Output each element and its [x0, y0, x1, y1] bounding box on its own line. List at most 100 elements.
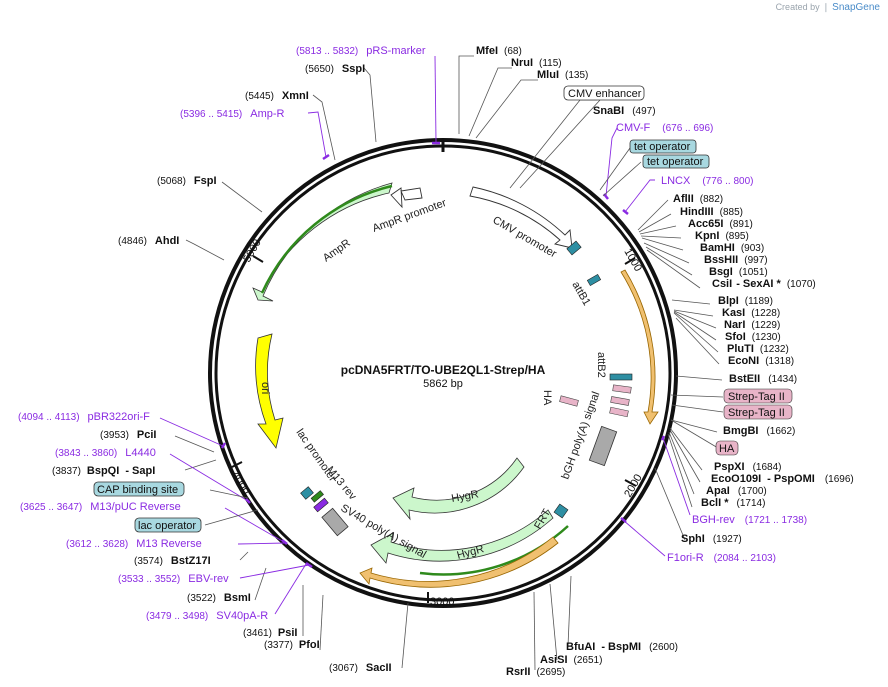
tet-operator-2-label[interactable]: tet operator	[642, 154, 710, 169]
tet-operator-1-label[interactable]: tet operator	[629, 139, 697, 154]
lac-operator-feature[interactable]	[300, 486, 314, 500]
tick-3000: 3000	[430, 596, 454, 608]
boxed-leaders	[204, 99, 724, 526]
enzyme-rsrii: RsrII(2695)	[506, 666, 565, 678]
primer-l4440: (3843 .. 3860)L4440	[55, 447, 156, 459]
primer-prs-marker: (5813 .. 5832)pRS-marker	[296, 45, 426, 57]
enzyme-bcli: BclI *(1714)	[701, 497, 765, 509]
enzyme-mfei: MfeI(68)	[476, 45, 522, 57]
svg-text:tet operator: tet operator	[634, 141, 691, 153]
tick-4000: 4000	[229, 470, 252, 497]
frt-feature[interactable]	[553, 503, 569, 519]
enzyme-bspqi: (3837)BspQI- SapI	[52, 465, 155, 477]
strep-tag-2[interactable]	[610, 396, 630, 406]
enzyme-bfuai: BfuAI- BspMI(2600)	[566, 641, 678, 653]
enzyme-nrui: NruI(115)	[511, 57, 562, 69]
attb2-label: attB2	[595, 352, 607, 378]
primer-sv40pa-r: (3479 .. 3498)SV40pA-R	[146, 610, 268, 622]
plasmid-name: pcDNA5FRT/TO-UBE2QL1-Strep/HA	[341, 363, 546, 377]
enzyme-aflii: AflII(882)	[673, 193, 723, 205]
enzyme-acc65i: Acc65I(891)	[688, 218, 753, 230]
enzyme-kpni: KpnI(895)	[695, 230, 749, 242]
enzyme-hindiii: HindIII(885)	[680, 206, 743, 218]
enzyme-bamhi: BamHI(903)	[700, 242, 764, 254]
enzyme-pluti: PluTI(1232)	[727, 343, 789, 355]
primer-bgh-rev: BGH-rev(1721 .. 1738)	[692, 514, 807, 526]
enzyme-asisi: AsiSI(2651)	[540, 654, 602, 666]
enzyme-econi: EcoNI(1318)	[728, 355, 794, 367]
enzyme-pcii: (3953)PciI	[100, 429, 156, 441]
strep-tag-1[interactable]	[612, 384, 632, 394]
enzyme-pspxi: PspXI(1684)	[714, 461, 781, 473]
attb1-marker[interactable]	[586, 273, 602, 287]
enzyme-bsshii: BssHII(997)	[704, 254, 768, 266]
enzyme-bsteii: BstEII(1434)	[729, 373, 797, 385]
primer-lncx: LNCX(776 .. 800)	[661, 175, 754, 187]
enzyme-sacii: (3067)SacII	[329, 662, 392, 674]
hygr-feature-inner[interactable]	[392, 457, 525, 521]
svg-text:Strep-Tag II: Strep-Tag II	[728, 407, 785, 419]
enzyme-pfoi: (3377)PfoI	[264, 639, 320, 651]
lac-operator-label[interactable]: lac operator	[134, 517, 202, 533]
primer-labels: (5813 .. 5832)pRS-marker (5396 .. 5415)A…	[18, 45, 807, 622]
enzyme-fspi: (5068)FspI	[157, 175, 217, 187]
enzyme-sspi: (5650)SspI	[305, 63, 365, 75]
ori-feature[interactable]	[255, 333, 284, 449]
enzyme-xmni: (5445)XmnI	[245, 90, 309, 102]
ha-inner-label: HA	[541, 390, 553, 406]
hygr-inner-label: HygR	[450, 488, 479, 505]
enzyme-bmgbi: BmgBI(1662)	[723, 425, 795, 437]
ampr-feature[interactable]	[252, 182, 393, 302]
snapgene-logo-icon: ❘	[822, 2, 830, 12]
svg-text:tet operator: tet operator	[647, 156, 704, 168]
svg-text:CMV enhancer: CMV enhancer	[568, 88, 642, 100]
sv40-polya-feature[interactable]	[321, 507, 349, 537]
enzyme-bsgi: BsgI(1051)	[709, 266, 768, 278]
ha-tag[interactable]	[609, 406, 629, 418]
ha-label[interactable]: HA	[715, 440, 739, 456]
enzyme-kasi: KasI(1228)	[722, 307, 780, 319]
enzyme-snabi: SnaBI(497)	[593, 105, 656, 117]
primer-m13-puc-reverse: (3625 .. 3647)M13/pUC Reverse	[20, 501, 181, 513]
primer-pbr322ori-f: (4094 .. 4113)pBR322ori-F	[18, 411, 150, 423]
enzyme-psii: (3461)PsiI	[243, 627, 297, 639]
enzyme-blpi: BlpI(1189)	[718, 295, 773, 307]
svg-text:CAP binding site: CAP binding site	[97, 484, 178, 496]
svg-text:HA: HA	[719, 443, 735, 455]
ampr-promoter-label: AmpR promoter	[371, 197, 448, 235]
cap-binding-site-label[interactable]: CAP binding site	[93, 481, 185, 497]
primer-ebv-rev: (3533 .. 3552)EBV-rev	[118, 573, 229, 585]
lac-promoter-label: lac promoter	[294, 427, 339, 484]
ha-inner-tag[interactable]	[559, 395, 579, 407]
primer-cmv-f: CMV-F(676 .. 696)	[616, 122, 713, 134]
strep-tag-1-label[interactable]: Strep-Tag II	[723, 388, 793, 404]
svg-text:lac operator: lac operator	[138, 520, 196, 532]
enzyme-ahdi: (4846)AhdI	[118, 235, 179, 247]
attb2-feature[interactable]	[609, 373, 633, 381]
enzyme-csii: CsiI- SexAI *(1070)	[712, 278, 816, 290]
brand-name: SnapGene	[832, 2, 880, 13]
enzyme-bsmi: (3522)BsmI	[187, 592, 251, 604]
primer-m13-reverse: (3612 .. 3628)M13 Reverse	[66, 538, 202, 550]
ampr-orf-line	[260, 184, 393, 294]
lac-promoter-feature[interactable]	[310, 490, 324, 503]
strep-tag-2-label[interactable]: Strep-Tag II	[723, 404, 793, 420]
cmv-promoter-feature[interactable]	[469, 186, 573, 249]
enzyme-leaders	[174, 55, 723, 671]
enzyme-nari: NarI(1229)	[724, 319, 780, 331]
attb1-feature[interactable]	[566, 240, 582, 256]
svg-text:Strep-Tag II: Strep-Tag II	[728, 391, 785, 403]
hygr-outer-label: HygR	[456, 543, 486, 562]
m13-rev-feature[interactable]	[313, 497, 329, 513]
cmv-enhancer-label[interactable]: CMV enhancer	[563, 85, 645, 101]
enzyme-mlui: MluI(135)	[537, 69, 588, 81]
hygr-orange-arc[interactable]	[359, 536, 559, 588]
primer-leaders	[159, 55, 691, 615]
ube2ql1-orf-arc[interactable]	[620, 269, 659, 425]
enzyme-ecoo109i: EcoO109I- PspOMI(1696)	[711, 473, 854, 485]
ampr-promoter-arrow[interactable]	[390, 187, 423, 209]
bgh-polya-feature[interactable]	[588, 425, 618, 467]
bgh-label: bGH poly(A) signal	[560, 390, 603, 481]
hygr-feature-outer[interactable]	[370, 509, 554, 564]
